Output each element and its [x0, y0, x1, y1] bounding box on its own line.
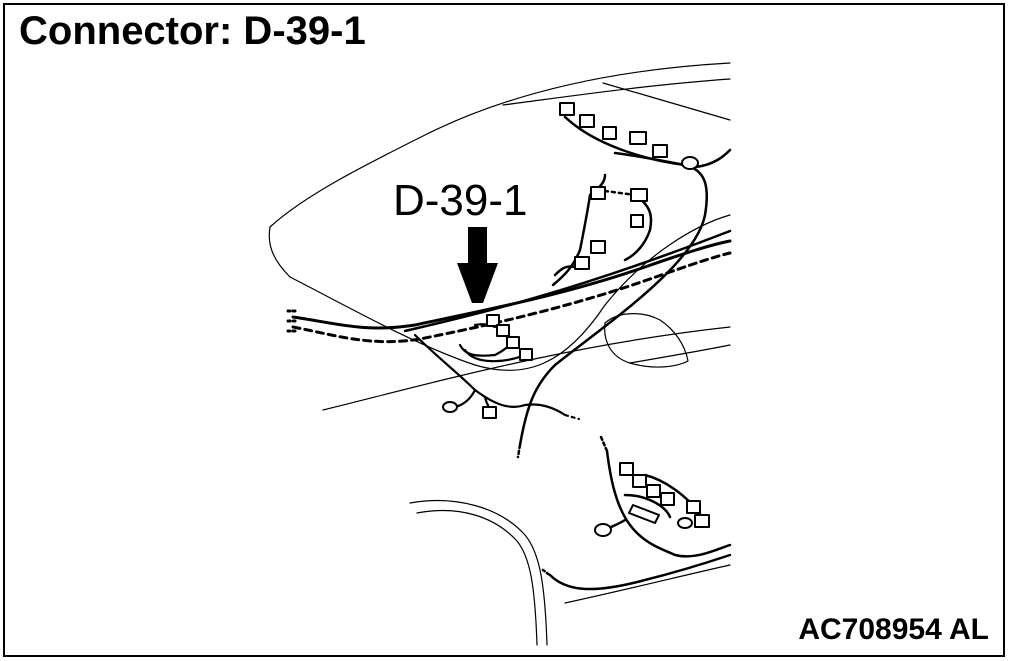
connector-box: [629, 131, 647, 145]
car-body-outline: [268, 62, 731, 646]
connector-box: [590, 240, 606, 254]
connector-box: [660, 492, 675, 506]
ground-terminal: [442, 401, 458, 413]
connector-box: [632, 474, 647, 488]
connector-box: [602, 126, 617, 140]
diagram-title: Connector: D-39-1: [19, 9, 366, 53]
connector-box: [574, 256, 590, 270]
connector-box: [686, 500, 701, 514]
connector-box: [694, 514, 710, 528]
connector-box: [579, 114, 595, 128]
connector-callout-label: D-39-1: [393, 176, 528, 225]
connector-box: [496, 324, 510, 337]
connector-box: [506, 336, 520, 349]
connector-box: [652, 144, 668, 158]
ground-terminals: [442, 156, 699, 537]
connector-box: [482, 406, 497, 419]
connector-box: [646, 484, 661, 498]
ground-terminal: [681, 156, 699, 170]
connector-box: [486, 314, 500, 327]
ground-terminal: [594, 523, 612, 537]
connector-box: [630, 188, 648, 202]
connector-box: [519, 348, 533, 361]
middle-branch-harness: [413, 323, 581, 421]
wiring-harness-drawing: D-39-1: [268, 62, 732, 646]
connector-box: [559, 102, 575, 116]
ground-terminal: [677, 517, 693, 529]
lower-harness: [541, 435, 732, 591]
diagram-frame: Connector: D-39-1: [3, 3, 1005, 657]
connectors: [482, 102, 710, 528]
figure-code: AC708954 AL: [798, 613, 989, 646]
connector-box: [619, 462, 634, 476]
connector-box: [590, 186, 606, 200]
callout-arrow: [457, 227, 498, 303]
connector-box: [630, 214, 644, 228]
